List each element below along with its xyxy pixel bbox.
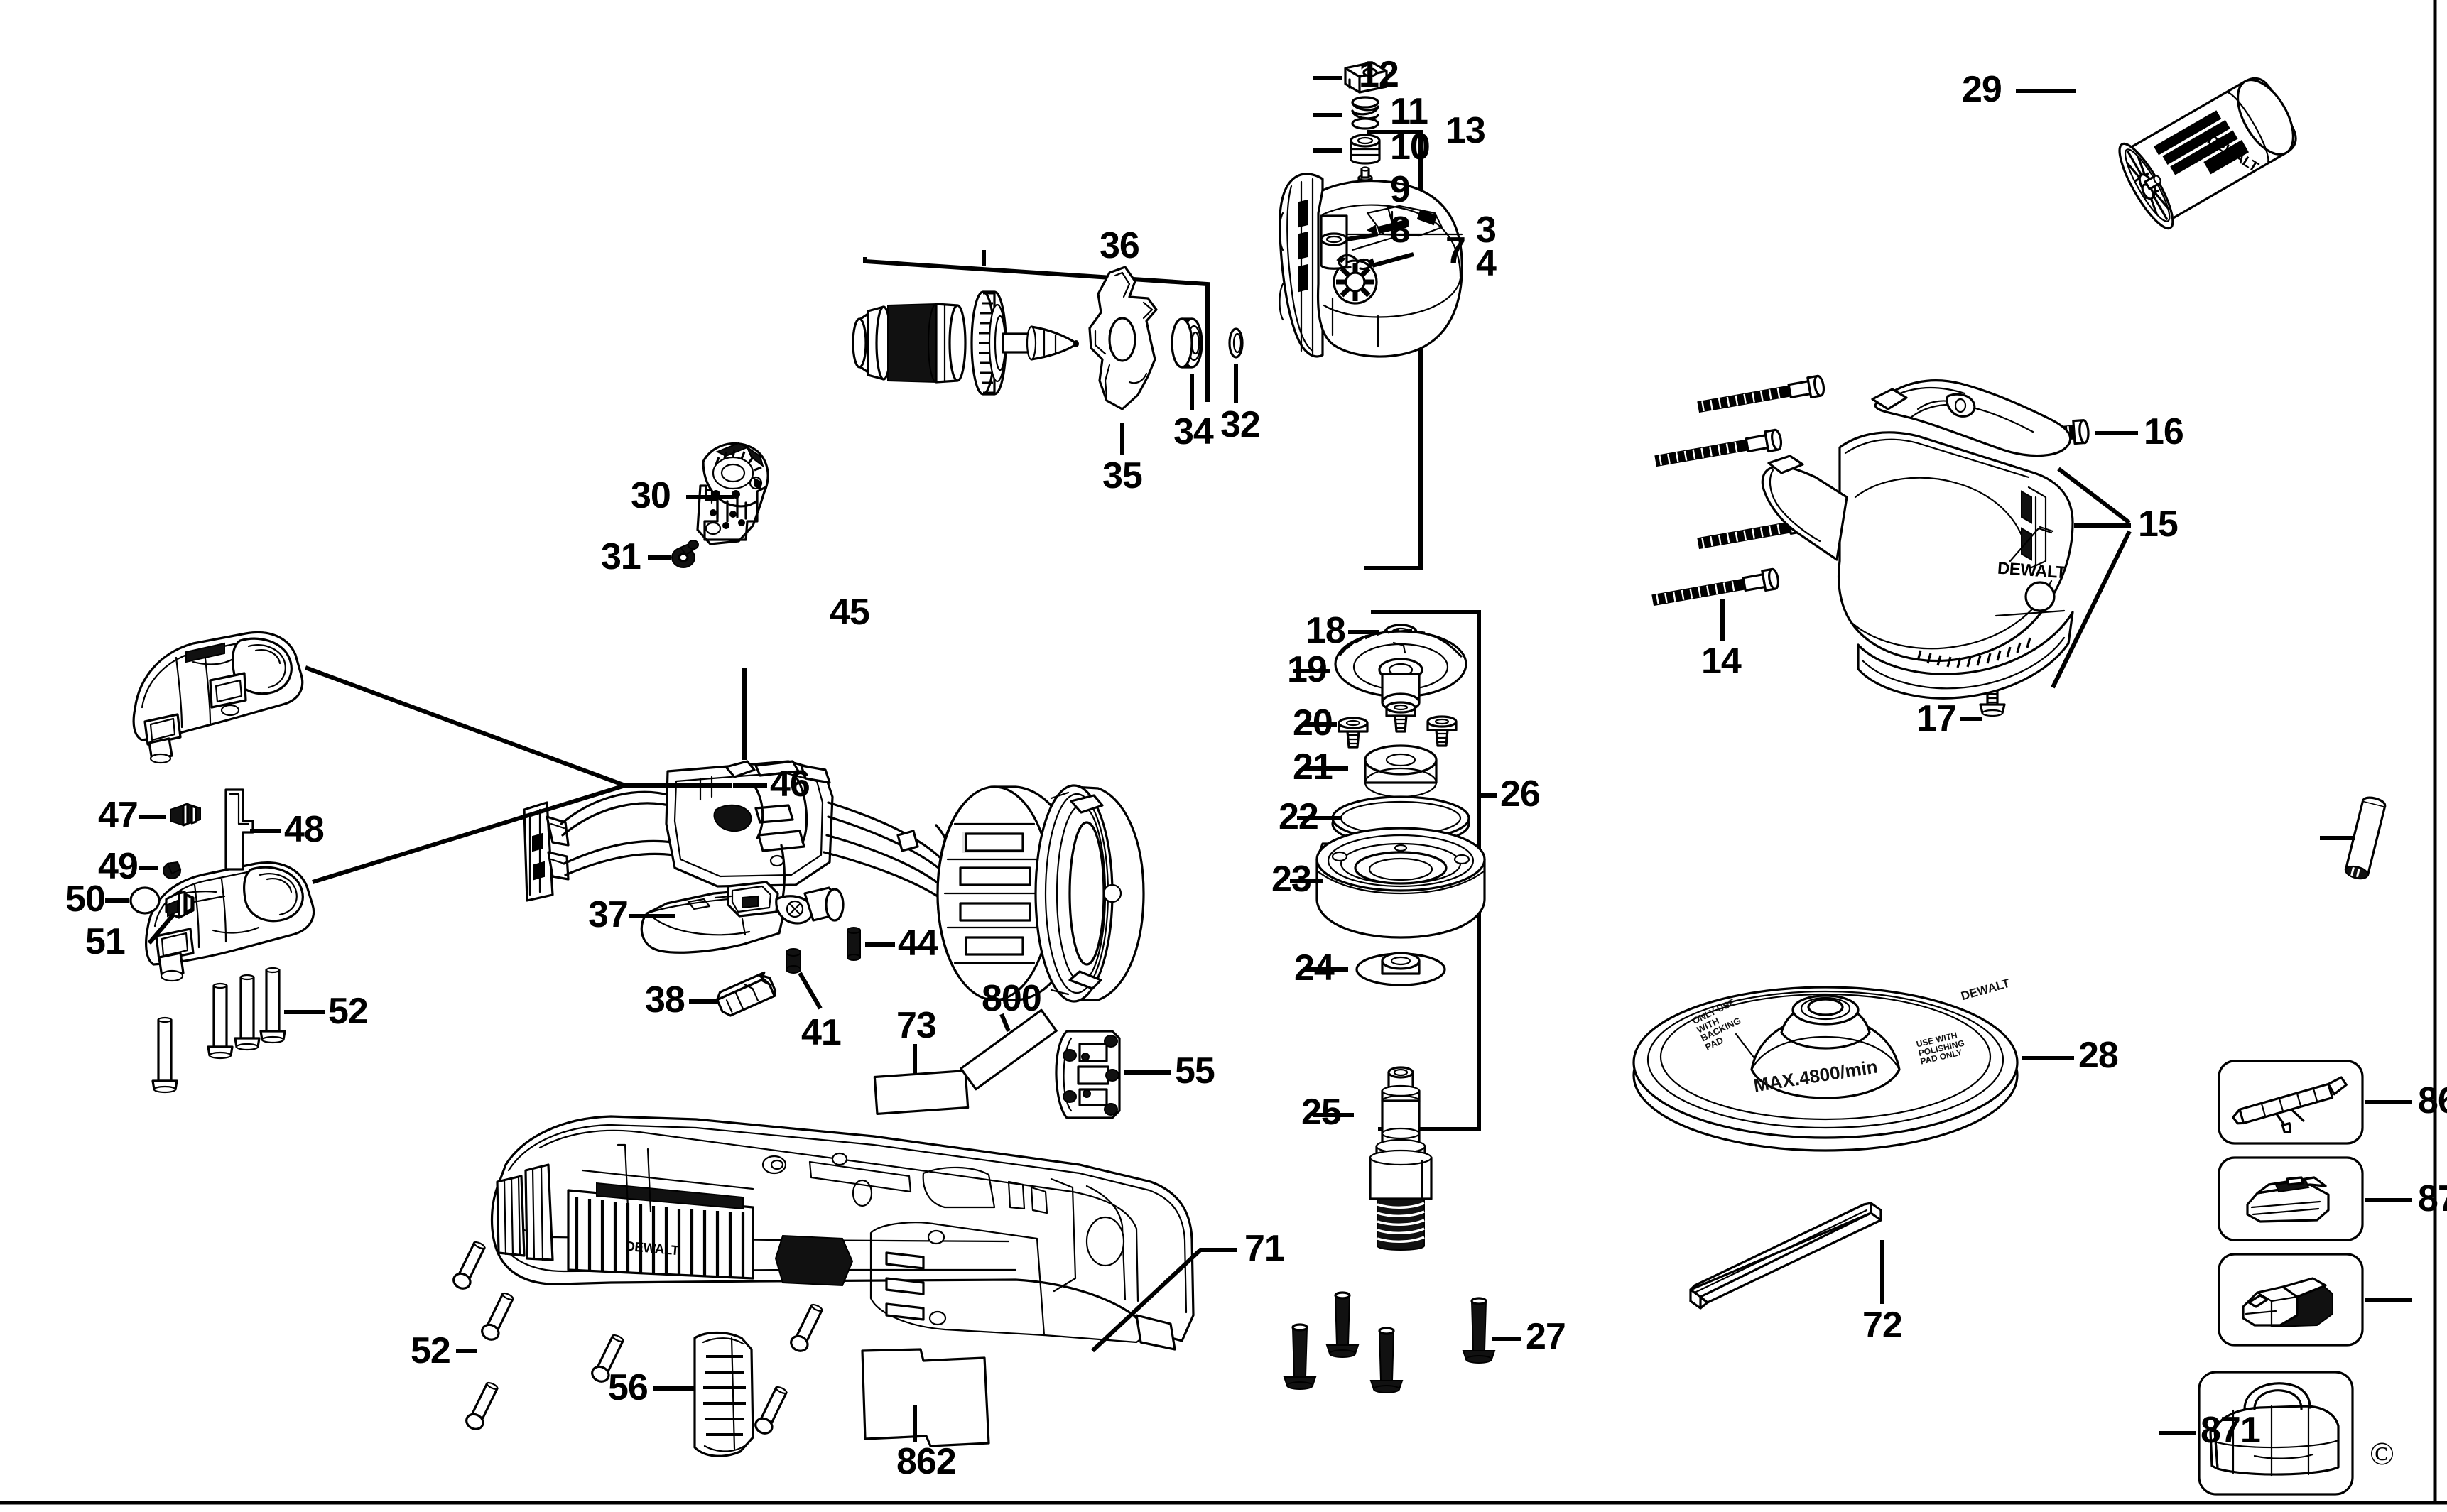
callout-4: 4 xyxy=(1476,243,1497,284)
callout-37: 41 xyxy=(801,1012,842,1053)
callout-30: 32 xyxy=(1220,404,1261,445)
callout-47: 49 xyxy=(98,846,139,887)
callout-6: 8 xyxy=(1390,210,1411,251)
callout-15: 17 xyxy=(1916,698,1957,739)
callout-19: 21 xyxy=(1293,746,1333,788)
callout-11: 13 xyxy=(1445,110,1486,151)
callout-22: 24 xyxy=(1294,947,1335,989)
callout-7: 9 xyxy=(1390,169,1411,210)
callout-73: 862 xyxy=(896,1441,957,1482)
callout-17: 19 xyxy=(1287,649,1328,690)
callout-52a: 55 xyxy=(1175,1050,1215,1092)
callout-10: 12 xyxy=(1359,54,1399,95)
callout-71: 73 xyxy=(896,1005,937,1046)
callout-55: 71 xyxy=(1244,1228,1285,1269)
callout-5: 7 xyxy=(1445,230,1466,271)
callout-41: 45 xyxy=(830,592,870,633)
callout-38: 44 xyxy=(898,923,938,964)
callout-35: 37 xyxy=(588,894,629,935)
callout-34: 36 xyxy=(1100,225,1140,266)
callout-49: 51 xyxy=(85,921,126,962)
callout-12: 14 xyxy=(1701,641,1742,682)
callout-36: 38 xyxy=(645,979,685,1021)
callout-21: 23 xyxy=(1271,859,1312,900)
callout-18: 20 xyxy=(1293,702,1333,744)
callout-46: 48 xyxy=(284,809,325,850)
callout-23: 25 xyxy=(1301,1092,1342,1133)
callout-866: 876 xyxy=(2418,1178,2447,1219)
callout-48: 50 xyxy=(65,879,106,920)
callout-32: 35 xyxy=(1102,455,1143,496)
callout-26: 28 xyxy=(2078,1035,2119,1076)
callout-72: 800 xyxy=(982,978,1042,1019)
callout-56: 72 xyxy=(1862,1305,1903,1346)
callout-3: 3 xyxy=(1476,210,1497,251)
callout-862: 871 xyxy=(2201,1410,2261,1451)
callout-25: 27 xyxy=(1526,1316,1566,1357)
callout-27: 29 xyxy=(1962,69,2002,110)
callout-20: 22 xyxy=(1279,796,1319,837)
callout-9: 11 xyxy=(1390,91,1428,132)
callout-14: 16 xyxy=(2144,411,2184,452)
callout-31: 34 xyxy=(1173,411,1214,452)
callout-16: 18 xyxy=(1306,610,1346,651)
callout-8: 10 xyxy=(1390,126,1431,168)
callout-50: 52 xyxy=(328,991,369,1032)
callout-52b: 56 xyxy=(608,1367,649,1408)
callout-29: 31 xyxy=(601,536,641,577)
callout-51: 52 xyxy=(411,1330,451,1371)
callout-24: 26 xyxy=(1500,773,1541,815)
copyright-icon: © xyxy=(2370,1435,2394,1472)
callout-800: 866 xyxy=(2418,1080,2447,1121)
callout-44: 46 xyxy=(770,763,810,805)
callout-13: 15 xyxy=(2138,504,2179,545)
callout-45: 47 xyxy=(98,795,139,836)
callout-28: 30 xyxy=(631,475,671,516)
